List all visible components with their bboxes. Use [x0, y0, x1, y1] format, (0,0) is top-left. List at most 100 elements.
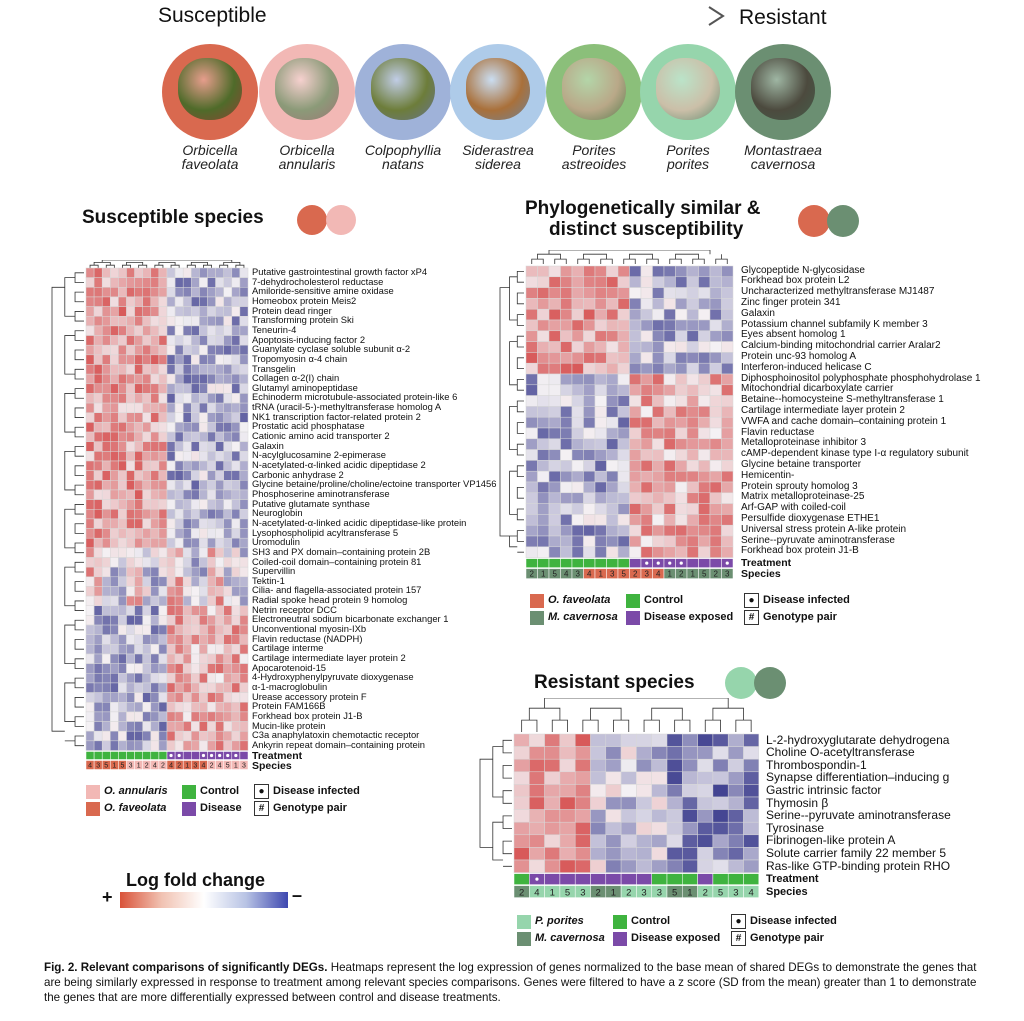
heatmap-a-cell — [199, 422, 208, 433]
heatmap-a-treatment-cell — [93, 751, 103, 760]
heatmap-a-cell — [142, 518, 152, 529]
heatmap-a-cell — [93, 373, 103, 385]
heatmap-a-cell — [239, 740, 249, 751]
heatmap-c-cell — [529, 834, 545, 848]
heatmap-b-cell — [698, 352, 711, 364]
heatmap-a-cell — [191, 489, 200, 500]
heatmap-c-cell — [529, 758, 545, 773]
gene-label-a: Flavin reductase (NADPH) — [252, 632, 363, 644]
heatmap-a-cell — [199, 296, 208, 307]
heatmap-a-cell — [118, 460, 127, 471]
heatmap-a-cell — [126, 537, 135, 549]
heatmap-c-cell — [574, 733, 591, 747]
heatmap-a-cell — [191, 364, 200, 375]
heatmap-c-cell — [513, 821, 530, 836]
heatmap-b-cell — [663, 308, 676, 321]
heatmap-a-cell — [239, 422, 249, 433]
heatmap-c-cell — [590, 784, 607, 798]
heatmap-b-cell — [640, 352, 653, 364]
heatmap-a-cell — [110, 296, 119, 307]
heatmap-c-cell — [513, 784, 530, 798]
heatmap-b-cell — [663, 438, 676, 450]
heatmap-a-cell — [93, 702, 103, 713]
panelB-legend-genotype-label: Genotype pair — [763, 611, 837, 623]
heatmap-b-cell — [686, 341, 699, 353]
panelA-legend-genotype-label: Genotype pair — [273, 802, 347, 814]
heatmap-b-cell — [709, 524, 722, 537]
heatmap-a-cell — [158, 566, 168, 578]
heatmap-b-cell — [617, 406, 630, 418]
heatmap-a-cell — [199, 702, 208, 713]
heatmap-a-cell — [158, 383, 168, 394]
heatmap-a-cell — [215, 325, 224, 336]
heatmap-a-cell — [118, 721, 127, 732]
heatmap-a-cell — [182, 615, 192, 626]
heatmap-c-treatment-cell — [743, 873, 760, 885]
heatmap-b-cell — [606, 319, 619, 332]
heatmap-a-cell — [118, 663, 127, 674]
heatmap-a-cell — [134, 557, 143, 568]
heatmap-b-cell — [606, 481, 619, 494]
heatmap-b-cell — [709, 308, 722, 321]
heatmap-b-cell — [583, 470, 596, 483]
heatmap-a-cell — [134, 702, 143, 713]
heatmap-a-cell — [239, 711, 249, 722]
heatmap-b-cell — [571, 330, 584, 342]
heatmap-a-cell — [182, 509, 192, 520]
heatmap-a-cell — [110, 644, 119, 655]
gene-label-a: Carbonic anhydrase 2 — [252, 468, 344, 480]
heatmap-a-cell — [85, 480, 95, 491]
heatmap-b-cell — [525, 276, 538, 288]
heatmap-a-cell — [199, 335, 208, 346]
heatmap-b-cell — [560, 449, 573, 461]
heatmap-a-cell — [110, 402, 119, 414]
heatmap-a-cell — [150, 663, 160, 674]
heatmap-b-cell — [629, 449, 642, 461]
gene-label-b: Zinc finger protein 341 — [741, 296, 841, 308]
heatmap-a-cell — [158, 344, 168, 356]
panel-b-title-2: distinct susceptibility — [549, 219, 744, 240]
heatmap-c-column-dendrogram — [521, 698, 752, 732]
heatmap-a-cell — [101, 673, 111, 684]
heatmap-c-cell — [682, 809, 698, 823]
heatmap-a-cell — [231, 316, 241, 327]
heatmap-a-row-dendrogram — [51, 272, 84, 747]
gene-label-c: Synapse differentiation–inducing g — [766, 770, 950, 785]
heatmap-a-cell — [182, 528, 192, 539]
heatmap-a-cell — [110, 451, 119, 462]
heatmap-b-cell — [560, 438, 573, 450]
heatmap-a-cell — [110, 730, 119, 742]
heatmap-a-cell — [182, 605, 192, 616]
heatmap-b-cell — [698, 330, 711, 342]
heatmap-a-cell — [150, 605, 160, 616]
heatmap-a-cell — [239, 306, 249, 317]
heatmap-c-genotype-label: 4 — [534, 888, 539, 899]
heatmap-b-cell — [571, 287, 584, 299]
heatmap-a-cell — [215, 364, 224, 375]
gene-label-a: Cationic amino acid transporter 2 — [252, 430, 390, 442]
gene-label-b: Glycopeptide N-glycosidase — [741, 264, 865, 276]
gene-label-a: C3a anaphylatoxin chemotactic receptor — [252, 729, 420, 741]
heatmap-b-treatment-cell — [560, 558, 573, 568]
heatmap-a-cell — [207, 624, 216, 635]
heatmap-a-treatment-cell — [142, 751, 152, 760]
heatmap-b-cell — [606, 265, 619, 278]
heatmap-a-cell — [223, 316, 233, 327]
heatmap-a-cell — [93, 277, 103, 288]
heatmap-b-cell — [686, 438, 699, 450]
heatmap-a-cell — [182, 518, 192, 529]
gene-label-a: Cartilage interme — [252, 642, 324, 654]
coral-image-0 — [178, 58, 242, 120]
heatmap-b-cell — [675, 503, 688, 515]
heatmap-a-cell — [134, 711, 143, 722]
heatmap-a-cell — [182, 364, 192, 375]
gene-label-c: Gastric intrinsic factor — [766, 782, 882, 797]
heatmap-c-cell — [727, 809, 744, 823]
panelA-legend-infected-label: Disease infected — [273, 785, 360, 797]
heatmap-a-cell — [118, 267, 127, 278]
heatmap-b-cell — [583, 460, 596, 472]
gene-label-a: SH3 and PX domain–containing protein 2B — [252, 545, 431, 557]
heatmap-a-cell — [142, 624, 152, 635]
heatmap-a-cell — [174, 509, 184, 520]
heatmap-a-cell — [231, 325, 241, 336]
